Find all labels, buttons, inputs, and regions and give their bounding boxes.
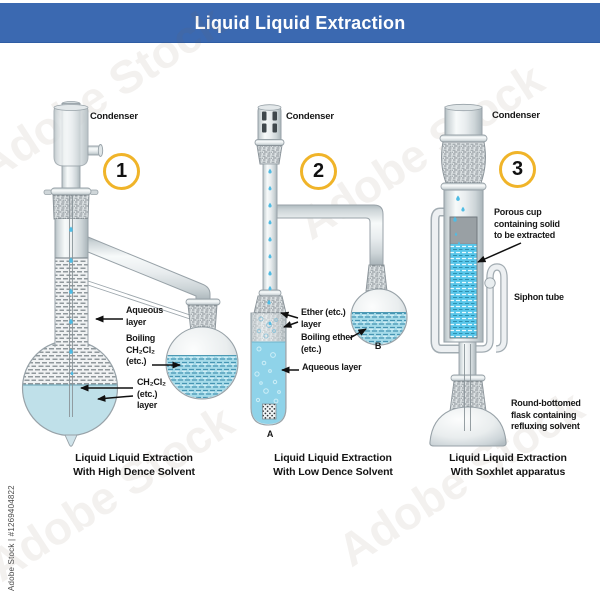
round-bottom-flask	[429, 406, 507, 447]
label-round-bottom-flask-3: Round-bottomed flask containing refluxin…	[511, 398, 581, 431]
apparatus-2-illustration	[250, 104, 408, 426]
ground-joint-1	[52, 194, 90, 220]
label-solvent-layer-1: CH₂Cl₂ (etc.) layer	[137, 377, 166, 410]
frit-disc	[262, 403, 277, 420]
label-vessel-a: A	[266, 429, 274, 439]
column-1	[55, 219, 88, 350]
step-badge-1: 1	[103, 153, 140, 190]
tube-a	[250, 312, 287, 426]
label-porous-cup-3: Porous cup containing solid to be extrac…	[494, 207, 560, 240]
label-aqueous-layer-2: Aqueous layer	[302, 362, 362, 372]
condenser-label-2: Condenser	[286, 111, 334, 122]
ground-joint-2	[256, 145, 283, 165]
caption-2: Liquid Liquid Extraction With Low Dence …	[273, 452, 393, 478]
condenser-cone-3	[441, 141, 486, 184]
ground-joint-3	[449, 380, 487, 412]
condenser-head-2	[257, 106, 282, 141]
column-2	[262, 163, 278, 293]
stock-credit: Adobe Stock | #1269404822	[7, 485, 16, 591]
header-bar	[0, 3, 600, 43]
main-flask-1	[22, 340, 118, 436]
label-ether-layer-2: Ether (etc.) layer	[301, 307, 346, 329]
page-title: Liquid Liquid Extraction	[194, 13, 406, 33]
label-vessel-b: B	[374, 341, 382, 351]
porous-cup	[449, 216, 478, 245]
side-arm-1	[87, 236, 211, 302]
apparatus-1-illustration	[21, 101, 239, 447]
flask-b	[350, 288, 408, 346]
apparatus-3-illustration	[429, 103, 522, 447]
side-arm-2	[276, 204, 384, 266]
drip-tip-1	[64, 434, 78, 447]
caption-3: Liquid Liquid Extraction With Soxhlet ap…	[449, 452, 567, 478]
step-badge-2: 2	[300, 153, 337, 190]
step-badge-3: 3	[499, 151, 536, 188]
label-siphon-tube-3: Siphon tube	[514, 292, 564, 302]
condenser-inner-tube-1	[61, 103, 81, 195]
label-boiling-solvent-1: Boiling CH₂Cl₂ (etc.)	[126, 333, 156, 366]
receiving-flask-1	[165, 326, 239, 400]
condenser-jacket-1	[53, 106, 89, 167]
watermark-text: Adobe Stock	[0, 394, 243, 592]
condenser-tube-3	[444, 106, 483, 137]
caption-1: Liquid Liquid Extraction With High Dence…	[73, 452, 195, 478]
condenser-label-3: Condenser	[492, 110, 540, 121]
extractor-body	[443, 189, 484, 343]
siphon-tube	[469, 263, 508, 353]
label-boiling-ether-2: Boiling ether (etc.)	[301, 332, 354, 354]
condenser-label-1: Condenser	[90, 111, 138, 122]
label-aqueous-layer-1: Aqueous layer	[126, 305, 164, 327]
flask-neck-3	[458, 341, 477, 382]
return-tube	[430, 207, 465, 354]
